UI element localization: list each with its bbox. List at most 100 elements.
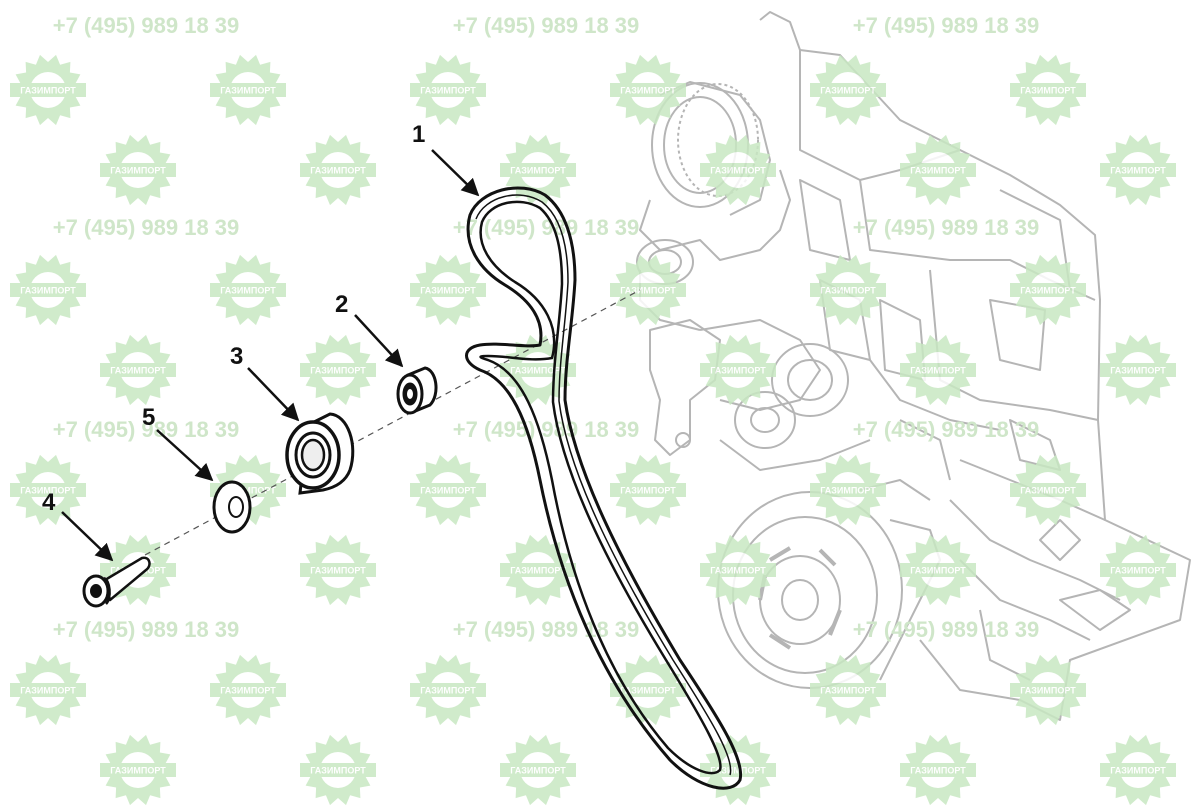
watermark-logo: ГАЗИМПОРТ: [810, 454, 886, 526]
watermark-brand-text: ГАЗИМПОРТ: [110, 766, 166, 776]
watermark-brand-text: ГАЗИМПОРТ: [1110, 766, 1166, 776]
watermark-phone-text: +7 (495) 989 18 39: [453, 417, 640, 442]
watermark-phone-text: +7 (495) 989 18 39: [853, 417, 1040, 442]
watermark-brand-text: ГАЗИМПОРТ: [620, 86, 676, 96]
watermark-logo: ГАЗИМПОРТ: [810, 654, 886, 726]
watermark-brand-text: ГАЗИМПОРТ: [1020, 486, 1076, 496]
watermark-brand-text: ГАЗИМПОРТ: [820, 686, 876, 696]
watermark-logo: ГАЗИМПОРТ: [300, 734, 376, 806]
watermark-logo: ГАЗИМПОРТ: [610, 54, 686, 126]
watermark-brand-text: ГАЗИМПОРТ: [620, 286, 676, 296]
callout-2-label: 2: [335, 291, 348, 318]
watermark-logo: ГАЗИМПОРТ: [1100, 734, 1176, 806]
watermark-logo: ГАЗИМПОРТ: [210, 654, 286, 726]
watermark-logo: ГАЗИМПОРТ: [10, 254, 86, 326]
watermark-logo: ГАЗИМПОРТ: [610, 454, 686, 526]
watermark-phone-text: +7 (495) 989 18 39: [853, 13, 1040, 38]
watermark-logo: ГАЗИМПОРТ: [810, 254, 886, 326]
watermark-brand-text: ГАЗИМПОРТ: [510, 166, 566, 176]
watermark-brand-text: ГАЗИМПОРТ: [110, 366, 166, 376]
watermark-brand-text: ГАЗИМПОРТ: [220, 286, 276, 296]
watermark-phone-text: +7 (495) 989 18 39: [53, 617, 240, 642]
callout-5-label: 5: [142, 404, 155, 431]
watermark-brand-text: ГАЗИМПОРТ: [420, 686, 476, 696]
watermark-logo: ГАЗИМПОРТ: [300, 334, 376, 406]
watermark-logo: ГАЗИМПОРТ: [100, 734, 176, 806]
watermark-logo: ГАЗИМПОРТ: [810, 54, 886, 126]
washer: [212, 480, 252, 534]
watermark-brand-text: ГАЗИМПОРТ: [20, 86, 76, 96]
watermark-logo: ГАЗИМПОРТ: [1010, 454, 1086, 526]
watermark-brand-text: ГАЗИМПОРТ: [510, 566, 566, 576]
watermark-logo: ГАЗИМПОРТ: [700, 334, 776, 406]
watermark-brand-text: ГАЗИМПОРТ: [910, 766, 966, 776]
watermark-logo: ГАЗИМПОРТ: [610, 254, 686, 326]
watermark-brand-text: ГАЗИМПОРТ: [620, 686, 676, 696]
watermark-logo: ГАЗИМПОРТ: [900, 734, 976, 806]
watermark-brand-text: ГАЗИМПОРТ: [310, 166, 366, 176]
watermark-logo: ГАЗИМПОРТ: [410, 54, 486, 126]
watermark-brand-text: ГАЗИМПОРТ: [510, 366, 566, 376]
watermark-brand-text: ГАЗИМПОРТ: [820, 486, 876, 496]
watermark-logo: ГАЗИМПОРТ: [610, 654, 686, 726]
watermark-brand-text: ГАЗИМПОРТ: [910, 566, 966, 576]
watermark-logo: ГАЗИМПОРТ: [700, 734, 776, 806]
watermark-brand-text: ГАЗИМПОРТ: [910, 366, 966, 376]
watermark-brand-text: ГАЗИМПОРТ: [20, 486, 76, 496]
watermark-logo: ГАЗИМПОРТ: [700, 134, 776, 206]
watermark-logo: ГАЗИМПОРТ: [900, 134, 976, 206]
arrow-3: [247, 367, 300, 422]
watermark-brand-text: ГАЗИМПОРТ: [310, 366, 366, 376]
watermark-logo: ГАЗИМПОРТ: [1100, 134, 1176, 206]
watermark-phone-text: +7 (495) 989 18 39: [453, 617, 640, 642]
watermark-brand-text: ГАЗИМПОРТ: [510, 766, 566, 776]
watermark-logo: ГАЗИМПОРТ: [210, 54, 286, 126]
watermark-brand-text: ГАЗИМПОРТ: [310, 566, 366, 576]
bushing: [396, 366, 438, 415]
watermark-brand-text: ГАЗИМПОРТ: [1020, 686, 1076, 696]
bolt: [82, 556, 151, 608]
watermark-brand-text: ГАЗИМПОРТ: [420, 286, 476, 296]
arrow-5: [156, 429, 214, 482]
watermark-brand-text: ГАЗИМПОРТ: [20, 686, 76, 696]
watermark-brand-text: ГАЗИМПОРТ: [1020, 286, 1076, 296]
watermark-logo: ГАЗИМПОРТ: [410, 454, 486, 526]
watermark-brand-text: ГАЗИМПОРТ: [1110, 166, 1166, 176]
arrow-2: [354, 314, 404, 368]
callout-4-label: 4: [42, 489, 56, 516]
watermark-layer: ГАЗИМПОРТ ГАЗИМПОРТ ГАЗИМПОРТ ГАЗИМПОРТ ГАЗИ…: [10, 13, 1176, 806]
watermark-brand-text: ГАЗИМПОРТ: [420, 486, 476, 496]
watermark-logo: ГАЗИМПОРТ: [900, 534, 976, 606]
watermark-brand-text: ГАЗИМПОРТ: [710, 566, 766, 576]
watermark-logo: ГАЗИМПОРТ: [1010, 654, 1086, 726]
watermark-brand-text: ГАЗИМПОРТ: [420, 86, 476, 96]
arrow-1: [431, 149, 480, 197]
arrow-4: [61, 511, 114, 562]
drive-belt: [465, 186, 743, 790]
watermark-logo: ГАЗИМПОРТ: [300, 534, 376, 606]
watermark-brand-text: ГАЗИМПОРТ: [220, 86, 276, 96]
watermark-phone-text: +7 (495) 989 18 39: [53, 417, 240, 442]
watermark-brand-text: ГАЗИМПОРТ: [820, 286, 876, 296]
watermark-logo: ГАЗИМПОРТ: [10, 654, 86, 726]
watermark-phone-text: +7 (495) 989 18 39: [453, 13, 640, 38]
idler-pulley: [285, 412, 355, 495]
watermark-brand-text: ГАЗИМПОРТ: [620, 486, 676, 496]
watermark-brand-text: ГАЗИМПОРТ: [710, 166, 766, 176]
watermark-logo: ГАЗИМПОРТ: [210, 254, 286, 326]
callout-3-label: 3: [230, 343, 243, 370]
watermark-logo: ГАЗИМПОРТ: [500, 534, 576, 606]
watermark-logo: ГАЗИМПОРТ: [500, 734, 576, 806]
watermark-brand-text: ГАЗИМПОРТ: [710, 766, 766, 776]
watermark-logo: ГАЗИМПОРТ: [700, 534, 776, 606]
watermark-logo: ГАЗИМПОРТ: [300, 134, 376, 206]
watermark-brand-text: ГАЗИМПОРТ: [110, 166, 166, 176]
watermark-brand-text: ГАЗИМПОРТ: [1110, 366, 1166, 376]
watermark-logo: ГАЗИМПОРТ: [100, 334, 176, 406]
watermark-logo: ГАЗИМПОРТ: [900, 334, 976, 406]
watermark-logo: ГАЗИМПОРТ: [410, 254, 486, 326]
watermark-brand-text: ГАЗИМПОРТ: [310, 766, 366, 776]
watermark-brand-text: ГАЗИМПОРТ: [820, 86, 876, 96]
watermark-phone-text: +7 (495) 989 18 39: [53, 215, 240, 240]
